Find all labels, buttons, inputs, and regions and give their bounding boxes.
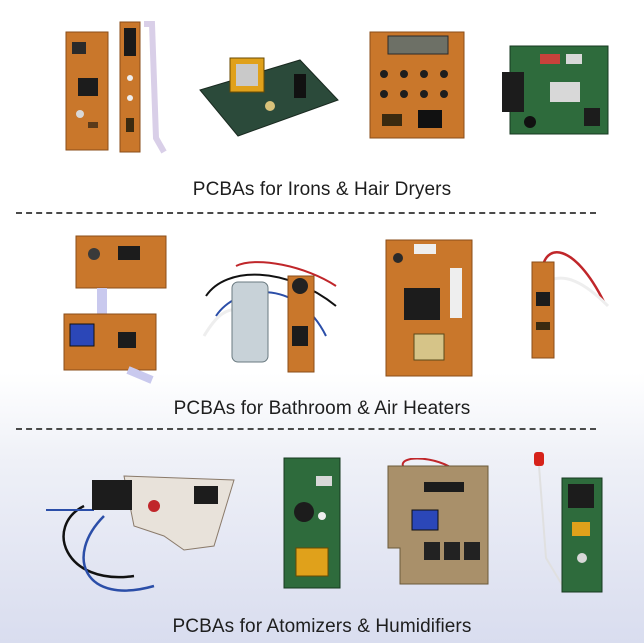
section-divider	[16, 428, 596, 430]
pcba-stacked-boards	[58, 234, 170, 384]
section-caption: PCBAs for Bathroom & Air Heaters	[173, 398, 471, 419]
section-divider	[16, 212, 596, 214]
section-caption: PCBAs for Atomizers & Humidifiers	[172, 616, 472, 637]
section-bathroom-air-heaters: PCBAs for Bathroom & Air Heaters	[0, 220, 644, 425]
pcba-humidifier-relay-board	[384, 458, 492, 588]
section-irons-hair-dryers: PCBAs for Irons & Hair Dryers	[0, 0, 644, 210]
pcba-green-relay-board	[500, 42, 612, 142]
section-caption: PCBAs for Irons & Hair Dryers	[192, 179, 452, 200]
pcba-motor-wiring	[196, 246, 346, 376]
section-atomizers-humidifiers: PCBAs for Atomizers & Humidifiers	[0, 436, 644, 643]
pcba-heater-control-board	[384, 238, 474, 378]
pcba-lcd-board	[368, 30, 468, 142]
pcba-small-wired-board	[524, 242, 614, 362]
pcba-iron-strips	[60, 18, 180, 158]
pcba-atomizer-wired-board	[44, 466, 244, 606]
pcba-humidifier-sensor-board	[524, 448, 608, 598]
pcba-transformer-board	[190, 40, 340, 150]
pcba-humidifier-power-board	[282, 456, 342, 590]
